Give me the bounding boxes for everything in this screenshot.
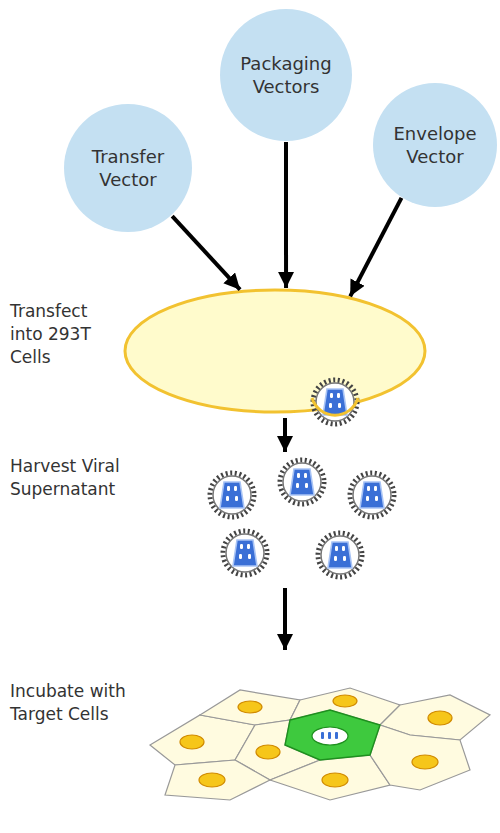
target-cell xyxy=(370,725,470,790)
target-cell xyxy=(270,755,390,800)
node-outline xyxy=(372,82,498,208)
target-cell xyxy=(235,720,320,780)
virus-particle xyxy=(350,473,394,517)
cell-nucleus xyxy=(199,773,225,787)
cell-membrane xyxy=(125,290,425,412)
cell-nucleus xyxy=(412,755,438,769)
target-cell xyxy=(290,688,400,725)
cell-nucleus xyxy=(180,735,204,749)
virus-particle xyxy=(280,460,324,504)
target-cell xyxy=(200,690,300,725)
cell-nucleus xyxy=(428,711,452,725)
cell-nucleus xyxy=(333,695,357,707)
step-label: Incubate with Target Cells xyxy=(10,680,135,726)
integrated-gene xyxy=(328,732,331,739)
transduced-nucleus xyxy=(312,727,348,745)
circle-shape xyxy=(220,9,352,141)
node-text-box: Envelope Vector xyxy=(372,82,498,208)
node-text-box: Transfect into 293T Cells xyxy=(10,300,125,369)
flow-arrow xyxy=(172,216,240,290)
vector-circle: Packaging Vectors xyxy=(219,8,353,142)
step-arrow xyxy=(283,588,287,650)
producer-cell: Transfect into 293T Cells xyxy=(5,288,427,414)
circle-shape xyxy=(373,83,497,207)
vector-circle: Envelope Vector xyxy=(372,82,498,208)
node-text-box: Packaging Vectors xyxy=(219,8,353,142)
integrated-gene xyxy=(321,732,324,739)
step-label: Transfect into 293T Cells xyxy=(10,300,125,369)
target-cell xyxy=(380,695,490,740)
step-arrow xyxy=(283,418,287,452)
target-cell xyxy=(150,715,255,765)
target-cell xyxy=(165,760,270,800)
node-outline xyxy=(63,103,193,233)
virus-particle xyxy=(210,473,254,517)
virus-particle xyxy=(318,533,362,577)
circle-shape xyxy=(64,104,192,232)
cell-nucleus xyxy=(238,701,262,713)
node-text-box: Transfer Vector xyxy=(63,103,193,233)
flow-arrow xyxy=(350,198,401,296)
cell-nucleus xyxy=(322,773,348,787)
integrated-gene xyxy=(335,732,338,739)
vector-label: Envelope Vector xyxy=(381,122,489,169)
step-label: Harvest Viral Supernatant xyxy=(10,455,135,501)
transduced-cell xyxy=(285,710,380,760)
node-outline xyxy=(219,8,353,142)
flow-arrow xyxy=(284,142,288,288)
vector-circle: Transfer Vector xyxy=(63,103,193,233)
vector-label: Packaging Vectors xyxy=(229,52,343,99)
vector-label: Transfer Vector xyxy=(73,145,183,192)
cell-nucleus xyxy=(256,745,280,759)
virus-particle xyxy=(223,531,267,575)
